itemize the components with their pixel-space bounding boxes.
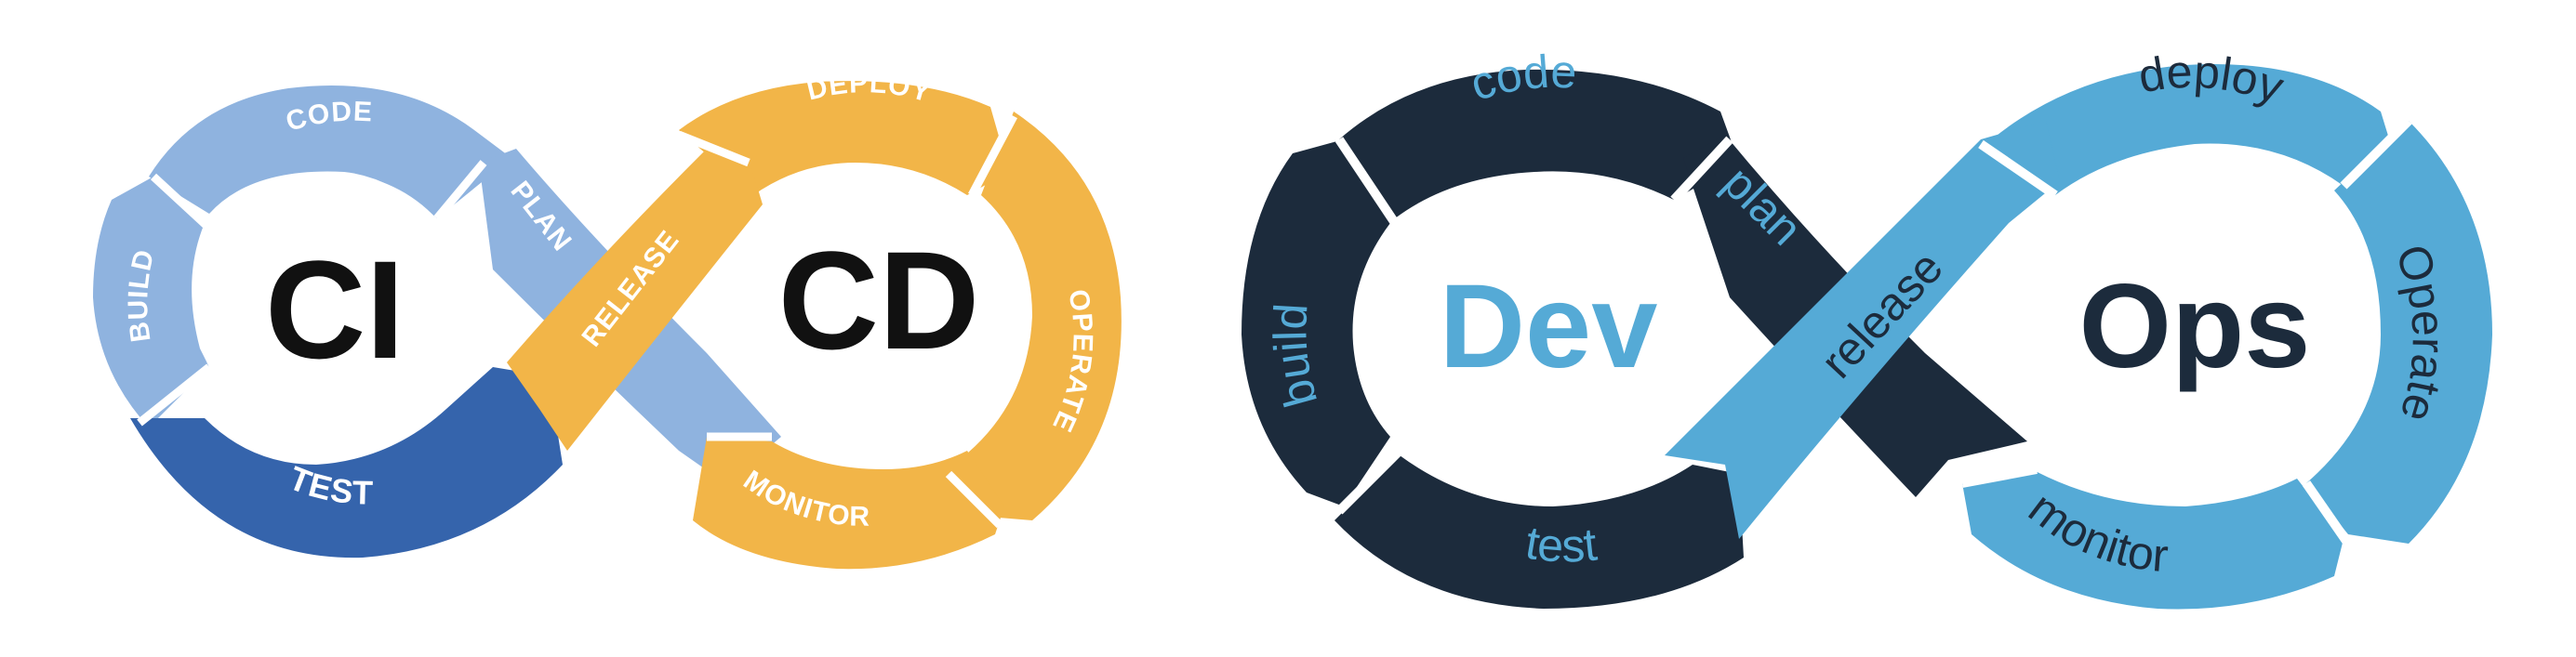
cicd-code-segment [149, 85, 511, 218]
devops-dev-hub [1400, 186, 1697, 483]
cicd-diagram: CI CD CODE BUILD TEST PLAN RELEASE DEPLO… [93, 68, 1122, 570]
cicd-test-segment [130, 367, 563, 558]
devops-test-segment [1334, 455, 1744, 609]
devops-monitor-segment [1962, 469, 2344, 610]
devops-release-band [1665, 121, 2060, 539]
cicd-release-band [507, 149, 763, 451]
cicd-operate-segment [939, 112, 1122, 520]
devops-diagram: Dev Ops code build test plan release dep… [1242, 46, 2492, 610]
cicd-monitor-segment [693, 437, 1004, 570]
devops-test-label: test [1522, 516, 1600, 572]
cicd-build-segment [93, 177, 209, 427]
devops-ops-hub [2051, 186, 2339, 474]
devops-operate-segment [2306, 121, 2492, 544]
cicd-cd-hub [749, 177, 1009, 437]
devops-build-segment [1242, 139, 1390, 506]
cicd-ci-hub [197, 174, 472, 449]
cicd-ci-label: CI [265, 231, 405, 388]
cicd-cd-label: CD [778, 222, 980, 378]
devops-deploy-segment [1981, 64, 2399, 195]
cicd-deploy-segment [679, 81, 1009, 195]
devops-dev-label: Dev [1440, 260, 1658, 393]
devops-ops-label: Ops [2079, 260, 2311, 393]
cicd-build-label: BUILD [123, 246, 160, 344]
cicd-separators [137, 113, 1017, 529]
devops-separators [1334, 117, 2412, 546]
devops-code-segment [1339, 69, 1739, 218]
